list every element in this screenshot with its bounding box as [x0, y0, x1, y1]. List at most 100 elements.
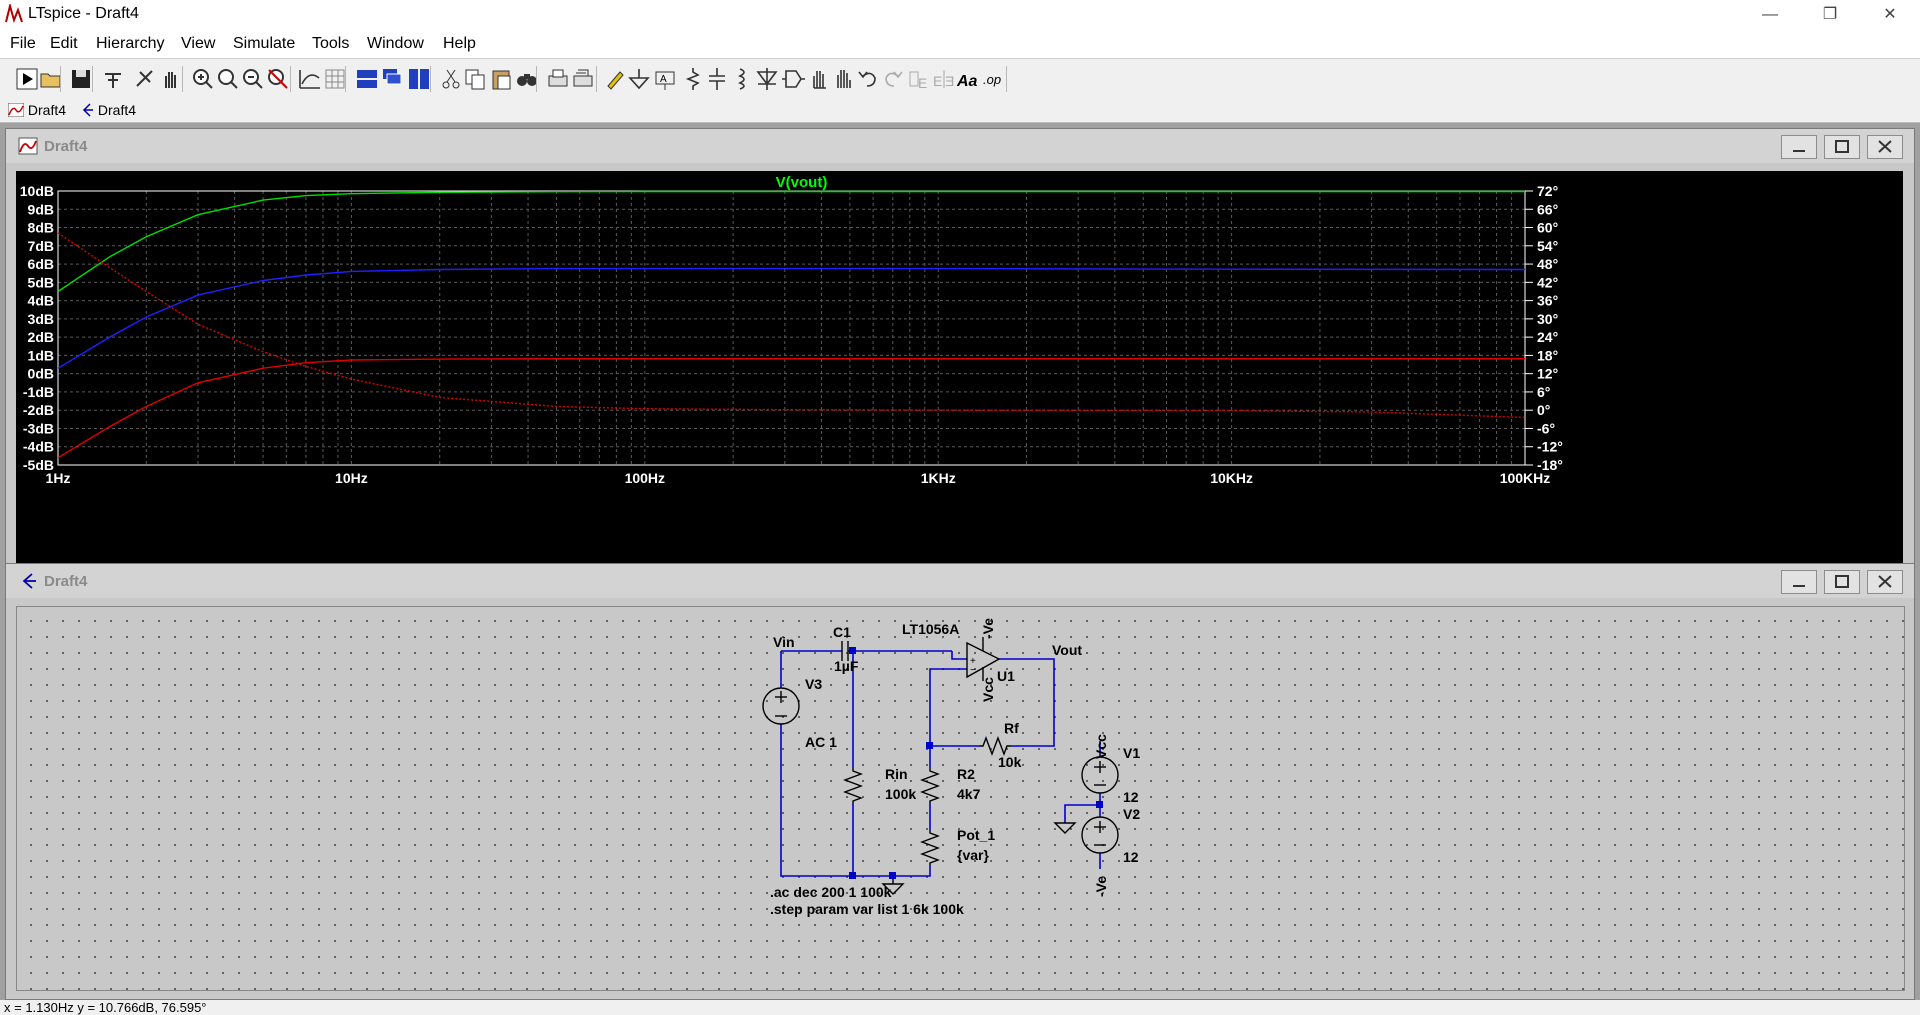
trace-0[interactable] [57, 190, 1525, 293]
pencil-button[interactable] [602, 66, 628, 92]
label-r2[interactable]: R2 [957, 766, 975, 782]
label-opamp-model[interactable]: LT1056A [902, 621, 959, 637]
menu-simulate[interactable]: Simulate [233, 35, 296, 52]
label-rin[interactable]: Rin [885, 766, 908, 782]
resistor-pot[interactable] [920, 829, 940, 865]
tile-horizontal-button[interactable] [354, 66, 380, 92]
spice-directive-button[interactable]: .op [981, 66, 1007, 92]
ground-button[interactable] [626, 66, 652, 92]
label-pot[interactable]: Pot_1 [957, 827, 995, 843]
zoom-in-button[interactable] [190, 66, 216, 92]
value-r2[interactable]: 4k7 [957, 786, 981, 802]
schematic-canvas[interactable]: + − [16, 606, 1905, 991]
value-c1[interactable]: 1µF [834, 658, 859, 674]
label-v1[interactable]: V1 [1123, 745, 1140, 761]
schematic-window-titlebar[interactable]: Draft4 [6, 564, 1914, 598]
waveform-maximize-button[interactable] [1824, 135, 1860, 159]
close-button[interactable]: ✕ [1883, 6, 1897, 23]
label-v2[interactable]: V2 [1123, 806, 1140, 822]
trace-1[interactable] [57, 267, 1526, 369]
tab-schematic[interactable]: Draft4 [80, 100, 140, 120]
print-button[interactable] [545, 66, 571, 92]
grid-button[interactable] [322, 66, 348, 92]
wire[interactable] [929, 668, 967, 746]
redo-button[interactable] [880, 66, 906, 92]
find-button[interactable] [514, 66, 540, 92]
schematic-minimize-button[interactable] [1781, 570, 1817, 594]
minimize-button[interactable]: — [1762, 6, 1778, 23]
component-button[interactable] [780, 66, 806, 92]
cascade-button[interactable] [380, 66, 406, 92]
resistor-button[interactable] [680, 66, 706, 92]
value-v1[interactable]: 12 [1123, 789, 1139, 805]
wire[interactable] [951, 651, 967, 660]
value-pot[interactable]: {var} [957, 847, 989, 863]
undo-button[interactable] [855, 66, 881, 92]
diode-button[interactable] [754, 66, 780, 92]
control-panel-button[interactable] [100, 66, 126, 92]
halt-button[interactable] [132, 66, 158, 92]
save-button[interactable] [68, 66, 94, 92]
value-v2[interactable]: 12 [1123, 849, 1139, 865]
move-button[interactable] [806, 66, 832, 92]
wire[interactable] [887, 865, 931, 877]
paste-button[interactable] [488, 66, 514, 92]
inductor-button[interactable] [730, 66, 756, 92]
trace-2[interactable] [57, 358, 1525, 459]
autorange-button[interactable] [297, 66, 323, 92]
menu-file[interactable]: File [10, 35, 36, 52]
label-v3[interactable]: V3 [805, 676, 822, 692]
waveform-minimize-button[interactable] [1781, 135, 1817, 159]
drag-button[interactable] [830, 66, 856, 92]
run-button[interactable] [14, 66, 40, 92]
net-label-vout[interactable]: Vout [1052, 642, 1082, 658]
capacitor-c1[interactable] [841, 641, 849, 661]
restore-button[interactable]: ❐ [1822, 6, 1838, 23]
spice-directive-step[interactable]: .step param var list 1 6k 100k [770, 901, 964, 917]
value-rf[interactable]: 10k [998, 754, 1022, 770]
schematic-maximize-button[interactable] [1824, 570, 1860, 594]
voltage-source-v1[interactable] [1081, 756, 1119, 794]
copy-button[interactable] [462, 66, 488, 92]
wire[interactable] [1064, 804, 1100, 823]
waveform-window-titlebar[interactable]: Draft4 [6, 129, 1914, 163]
menu-window[interactable]: Window [367, 35, 424, 52]
label-c1[interactable]: C1 [833, 624, 851, 640]
ground-symbol[interactable] [1053, 822, 1077, 834]
resistor-r2[interactable] [920, 767, 940, 803]
capacitor-button[interactable] [704, 66, 730, 92]
wire[interactable] [999, 658, 1055, 747]
trace-3[interactable] [57, 232, 1526, 419]
circuit-diagram[interactable]: + − [17, 607, 1904, 990]
pan-button[interactable] [158, 66, 184, 92]
tab-waveform[interactable]: Draft4 [7, 100, 68, 120]
net-label-ve[interactable]: -Ve [1093, 876, 1109, 897]
menu-hierarchy[interactable]: Hierarchy [96, 35, 165, 52]
rotate-button[interactable]: E [906, 66, 932, 92]
menu-view[interactable]: View [181, 35, 216, 52]
waveform-close-button[interactable] [1867, 135, 1903, 159]
label-net-button[interactable]: A [652, 66, 678, 92]
label-u1[interactable]: U1 [997, 668, 1015, 684]
resistor-rf[interactable] [979, 736, 1011, 756]
net-label-vin[interactable]: Vin [773, 634, 795, 650]
print-setup-button[interactable] [570, 66, 596, 92]
value-rin[interactable]: 100k [885, 786, 916, 802]
spice-directive-ac[interactable]: .ac dec 200 1 100k [770, 884, 892, 900]
menu-help[interactable]: Help [443, 35, 476, 52]
menu-edit[interactable]: Edit [50, 35, 78, 52]
value-v3[interactable]: AC 1 [805, 734, 837, 750]
trace-title-vout[interactable]: V(vout) [776, 174, 828, 191]
resistor-rin[interactable] [843, 767, 863, 803]
net-label-vcc[interactable]: Vcc [1093, 734, 1109, 759]
opamp-u1[interactable]: + − [966, 637, 1001, 681]
tile-vertical-button[interactable] [406, 66, 432, 92]
cut-button[interactable] [438, 66, 464, 92]
schematic-close-button[interactable] [1867, 570, 1903, 594]
label-rf[interactable]: Rf [1004, 720, 1019, 736]
zoom-out-button[interactable] [240, 66, 266, 92]
menu-tools[interactable]: Tools [312, 35, 350, 52]
